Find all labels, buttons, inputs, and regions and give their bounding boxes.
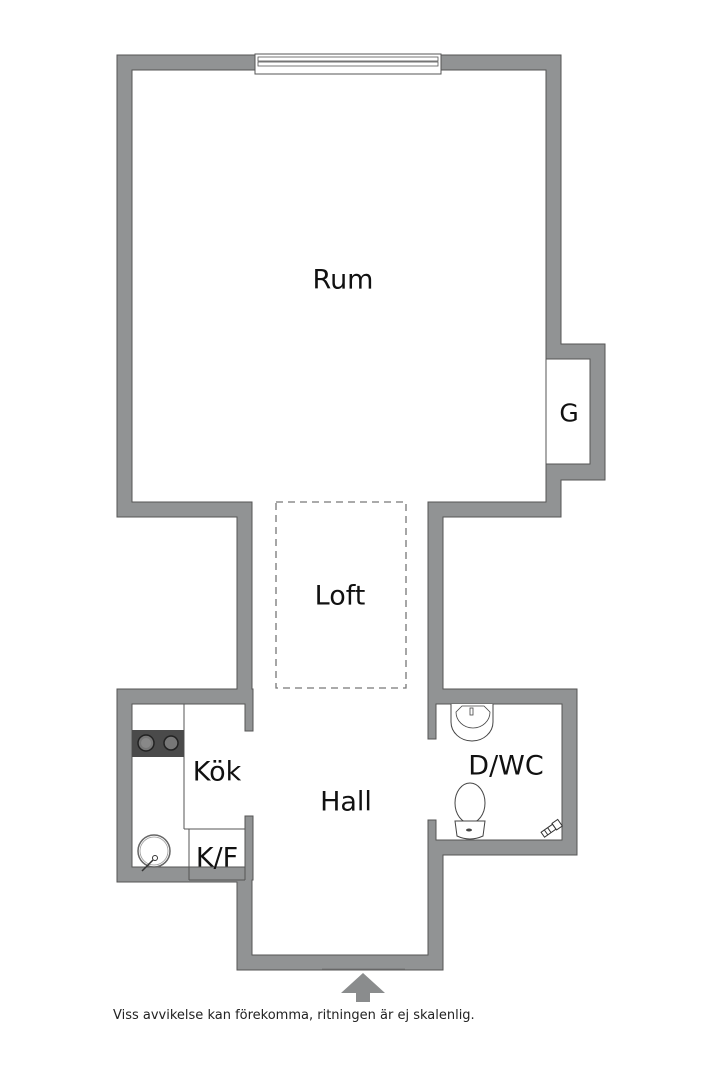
room-label-kok: Kök xyxy=(192,756,242,788)
window xyxy=(254,53,442,75)
walls xyxy=(116,54,606,971)
loft-outline xyxy=(275,501,407,689)
entrance-arrow-icon xyxy=(341,973,385,1002)
room-label-rum: Rum xyxy=(312,264,374,296)
room-label-dwc: D/WC xyxy=(468,750,544,782)
shower-head-icon xyxy=(540,818,564,838)
stove-icon xyxy=(132,730,184,757)
sink-icon xyxy=(137,834,171,872)
room-label-loft: Loft xyxy=(314,580,366,612)
room-label-g: G xyxy=(559,398,579,428)
room-label-hall: Hall xyxy=(320,786,372,818)
room-label-kf: K/F xyxy=(195,842,239,874)
kitchen-counter xyxy=(183,704,246,881)
toilet-icon xyxy=(454,782,486,840)
disclaimer-text: Viss avvikelse kan förekomma, ritningen … xyxy=(113,1008,475,1023)
washbasin-icon xyxy=(450,704,494,742)
